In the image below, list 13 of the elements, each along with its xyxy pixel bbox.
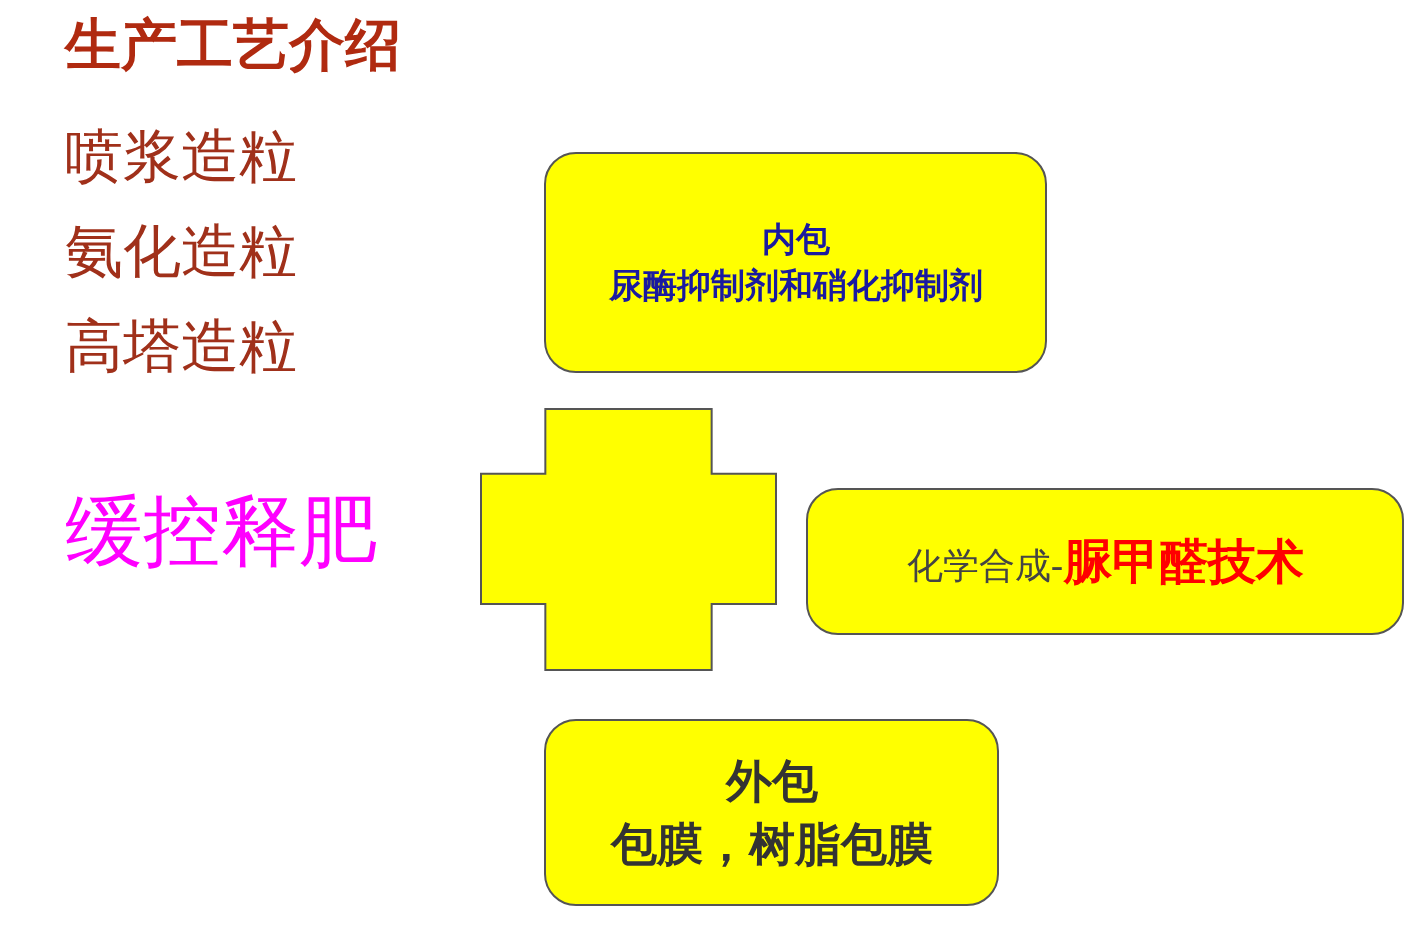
box-text: 包膜，树脂包膜: [610, 815, 933, 873]
label-text: 高塔造粒: [65, 311, 297, 382]
rounded-box: [806, 488, 1404, 635]
label-text: 缓控释肥: [65, 485, 377, 578]
box-text: 化学合成-脲甲醛技术: [906, 532, 1304, 592]
box-heading: 外包: [725, 753, 818, 811]
rounded-box: [544, 152, 1047, 373]
box-heading: 内包: [761, 217, 830, 261]
rounded-box: [544, 719, 999, 906]
label-text: 氨化造粒: [65, 216, 297, 287]
box-text: 尿酶抑制剂和硝化抑制剂: [608, 263, 983, 307]
title: 生产工艺介绍: [65, 11, 401, 79]
label-text: 喷浆造粒: [65, 121, 297, 192]
